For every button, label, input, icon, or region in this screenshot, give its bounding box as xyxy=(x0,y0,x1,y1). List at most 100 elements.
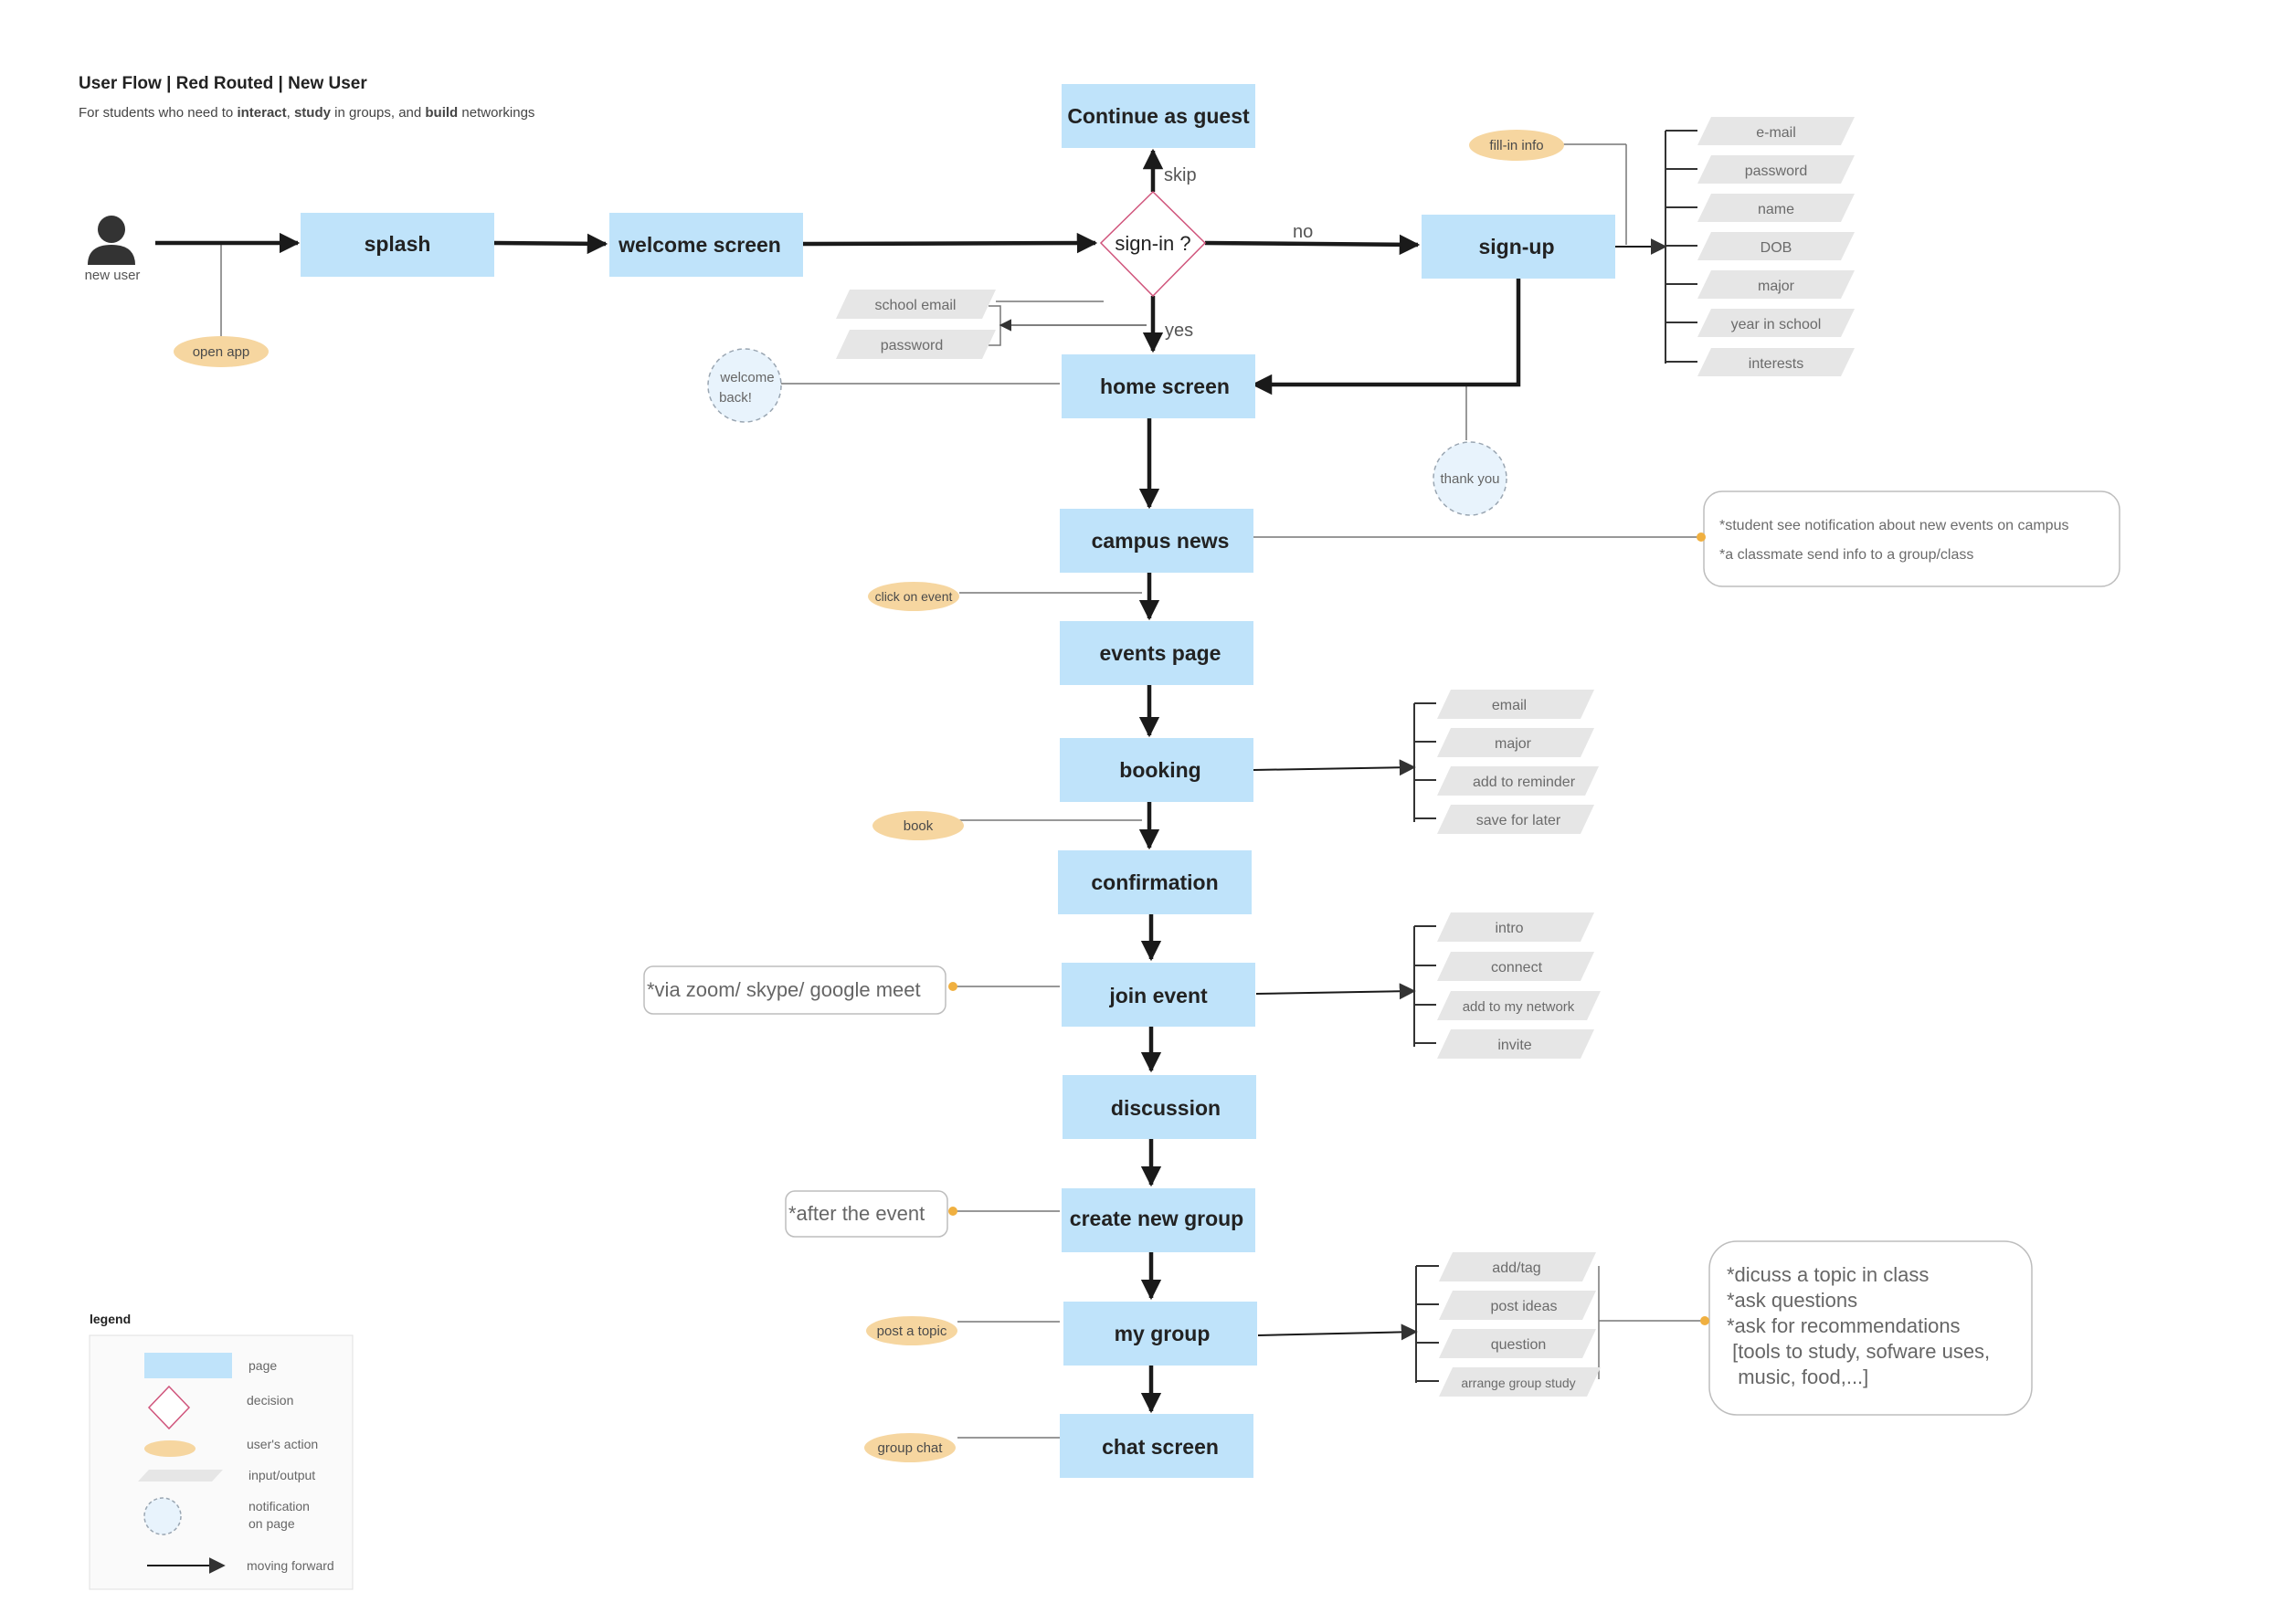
page-home-screen[interactable]: home screen xyxy=(1062,354,1255,418)
io-label: email xyxy=(1492,698,1527,713)
flow-arrows xyxy=(155,148,1521,1414)
decision-label: sign-in ? xyxy=(1115,232,1190,255)
page-discussion[interactable]: discussion xyxy=(1063,1075,1256,1139)
legend-decision-swatch xyxy=(147,1385,191,1430)
actor-label: new user xyxy=(85,268,141,283)
io-label: add/tag xyxy=(1492,1260,1540,1276)
page-label: home screen xyxy=(1100,374,1230,398)
io-field: intro xyxy=(1437,912,1594,942)
io-label: question xyxy=(1491,1337,1547,1353)
action-open-app[interactable]: open app xyxy=(174,336,269,367)
note-line: *a classmate send info to a group/class xyxy=(1719,547,1973,563)
page-booking[interactable]: booking xyxy=(1060,738,1253,802)
action-post-a-topic[interactable]: post a topic xyxy=(866,1316,957,1345)
page-label: join event xyxy=(1108,984,1208,1007)
notification-welcome-back: welcome back! xyxy=(707,348,782,423)
note-line: *via zoom/ skype/ google meet xyxy=(647,978,921,1001)
diagram-title: User Flow | Red Routed | New User xyxy=(79,74,367,93)
io-label: save for later xyxy=(1476,813,1561,828)
page-events-page[interactable]: events page xyxy=(1060,621,1253,685)
legend-label: on page xyxy=(248,1516,295,1531)
io-field: school email xyxy=(836,290,996,319)
action-label: click on event xyxy=(875,589,953,604)
io-label: name xyxy=(1758,202,1794,217)
io-field: DOB xyxy=(1697,232,1855,260)
io-field: email xyxy=(1437,690,1594,719)
io-label: invite xyxy=(1497,1038,1531,1053)
io-field: arrange group study xyxy=(1439,1367,1601,1397)
io-field: add to reminder xyxy=(1437,766,1599,796)
io-field: question xyxy=(1439,1329,1596,1358)
action-book[interactable]: book xyxy=(872,811,964,840)
io-arrows xyxy=(1253,238,1667,1341)
action-group-chat[interactable]: group chat xyxy=(864,1433,956,1462)
note-my-group: *dicuss a topic in class *ask questions … xyxy=(1700,1240,2033,1416)
page-create-new-group[interactable]: create new group xyxy=(1062,1188,1255,1252)
legend-label: user's action xyxy=(247,1437,318,1451)
legend-page-swatch xyxy=(144,1353,232,1378)
io-label: password xyxy=(1745,163,1807,179)
io-label: intro xyxy=(1495,921,1523,936)
io-field: interests xyxy=(1697,348,1855,376)
page-chat-screen[interactable]: chat screen xyxy=(1060,1414,1253,1478)
io-booking-fields: email major add to reminder save for lat… xyxy=(1437,690,1599,834)
edge-label-skip: skip xyxy=(1164,165,1197,185)
note-via-meeting: *via zoom/ skype/ google meet xyxy=(643,965,957,1015)
io-signup-fields: e-mail password name DOB major year in s… xyxy=(1697,117,1855,376)
edge-label-no: no xyxy=(1293,222,1313,242)
page-label: booking xyxy=(1119,758,1200,782)
page-continue-as-guest[interactable]: Continue as guest xyxy=(1062,84,1255,148)
page-sign-up[interactable]: sign-up xyxy=(1422,215,1615,279)
notification-line: back! xyxy=(719,390,752,406)
io-label: major xyxy=(1495,736,1532,752)
io-field: invite xyxy=(1437,1029,1594,1059)
page-my-group[interactable]: my group xyxy=(1063,1302,1257,1366)
new-user-icon xyxy=(88,216,135,265)
legend-label: decision xyxy=(247,1393,293,1408)
edge-label-yes: yes xyxy=(1165,321,1193,341)
notification-line: welcome xyxy=(719,370,774,385)
io-label: connect xyxy=(1491,960,1543,975)
io-label: post ideas xyxy=(1491,1299,1558,1314)
io-signin-fields: school email password xyxy=(836,290,996,359)
legend-label: notification xyxy=(248,1499,310,1513)
legend-label: page xyxy=(248,1358,277,1373)
page-label: create new group xyxy=(1070,1207,1243,1230)
page-welcome-screen[interactable]: welcome screen xyxy=(609,213,803,277)
action-label: group chat xyxy=(878,1440,944,1456)
note-line: music, food,...] xyxy=(1727,1366,1868,1388)
decision-sign-in[interactable]: sign-in ? xyxy=(1099,190,1207,298)
page-splash[interactable]: splash xyxy=(301,213,494,277)
page-label: Continue as guest xyxy=(1067,104,1250,128)
io-label: school email xyxy=(875,298,957,313)
page-campus-news[interactable]: campus news xyxy=(1060,509,1253,573)
page-label: splash xyxy=(365,232,431,256)
notification-thank-you: thank you xyxy=(1433,441,1507,516)
legend-label: moving forward xyxy=(247,1558,334,1573)
note-after-event: *after the event xyxy=(785,1190,957,1238)
page-label: my group xyxy=(1115,1322,1211,1345)
action-click-on-event[interactable]: click on event xyxy=(868,582,959,611)
io-field: password xyxy=(836,330,996,359)
action-fill-in-info[interactable]: fill-in info xyxy=(1469,130,1564,161)
action-label: open app xyxy=(193,344,250,360)
diagram-subtitle: For students who need to interact, study… xyxy=(79,105,534,121)
io-field: post ideas xyxy=(1439,1291,1596,1320)
legend-title: legend xyxy=(90,1312,131,1326)
io-field: connect xyxy=(1437,952,1594,981)
page-label: events page xyxy=(1100,641,1221,665)
legend-notification-swatch xyxy=(143,1497,182,1535)
page-join-event[interactable]: join event xyxy=(1062,963,1255,1027)
io-field: add/tag xyxy=(1439,1252,1596,1281)
note-line: *after the event xyxy=(788,1202,925,1225)
note-line: *student see notification about new even… xyxy=(1719,518,2068,533)
io-label: arrange group study xyxy=(1461,1376,1575,1390)
io-label: interests xyxy=(1749,356,1803,372)
page-label: campus news xyxy=(1092,529,1230,553)
page-confirmation[interactable]: confirmation xyxy=(1058,850,1252,914)
note-campus-news: *student see notification about new even… xyxy=(1697,490,2120,587)
legend-label: input/output xyxy=(248,1468,315,1482)
action-label: post a topic xyxy=(877,1323,947,1339)
action-label: fill-in info xyxy=(1489,138,1543,153)
